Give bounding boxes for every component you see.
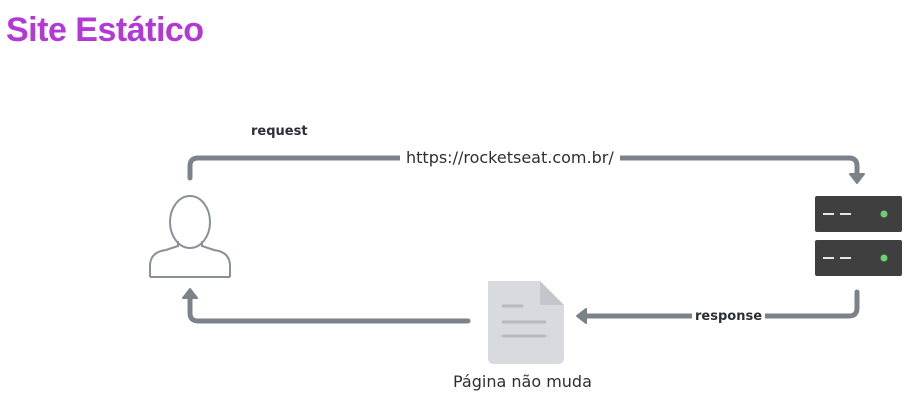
- server-icon: [815, 196, 902, 276]
- url-label: https://rocketseat.com.br/: [400, 148, 620, 167]
- response-arrowhead: [576, 308, 587, 324]
- page-caption: Página não muda: [453, 372, 592, 391]
- return-arrowhead: [182, 288, 198, 299]
- document-icon: [488, 281, 564, 364]
- return-arrow: [187, 293, 471, 324]
- response-label: response: [692, 309, 766, 324]
- response-arrow: [581, 289, 860, 319]
- request-arrowhead: [849, 173, 865, 184]
- page-title: Site Estático: [6, 11, 204, 49]
- request-label: request: [251, 124, 308, 139]
- user-icon: [149, 195, 231, 278]
